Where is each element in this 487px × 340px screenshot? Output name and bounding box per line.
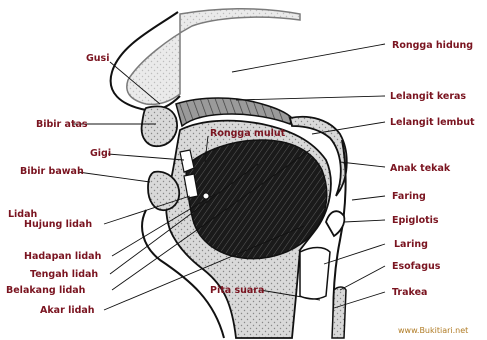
label-hujung-lidah: Hujung lidah (24, 219, 92, 230)
label-belakang-lidah: Belakang lidah (6, 285, 86, 296)
label-epiglotis: Epiglotis (392, 215, 439, 226)
label-anak-tekak: Anak tekak (390, 163, 451, 174)
nasal-cavity (127, 9, 300, 105)
label-bibir-atas: Bibir atas (36, 119, 88, 130)
label-esofagus: Esofagus (392, 261, 441, 272)
label-rongga-hidung: Rongga hidung (392, 40, 473, 51)
trachea-shape (332, 287, 346, 338)
label-laring: Laring (394, 239, 428, 250)
label-rongga-mulut: Rongga mulut (210, 128, 286, 139)
label-lelangit-keras: Lelangit keras (390, 91, 466, 102)
label-bibir-bawah: Bibir bawah (20, 166, 84, 177)
label-hadapan-lidah: Hadapan lidah (24, 251, 102, 262)
label-faring: Faring (392, 191, 426, 202)
label-gusi: Gusi (86, 53, 109, 64)
upper-lip (142, 106, 177, 146)
label-lelangit-lembut: Lelangit lembut (390, 117, 475, 128)
label-tengah-lidah: Tengah lidah (30, 269, 98, 280)
watermark: www.Bukitiari.net (398, 326, 468, 335)
larynx-tube (300, 248, 330, 300)
label-gigi: Gigi (90, 148, 111, 159)
label-akar-lidah: Akar lidah (40, 305, 95, 316)
label-pita-suara: Pita suara (210, 285, 264, 296)
label-trakea: Trakea (392, 287, 427, 298)
